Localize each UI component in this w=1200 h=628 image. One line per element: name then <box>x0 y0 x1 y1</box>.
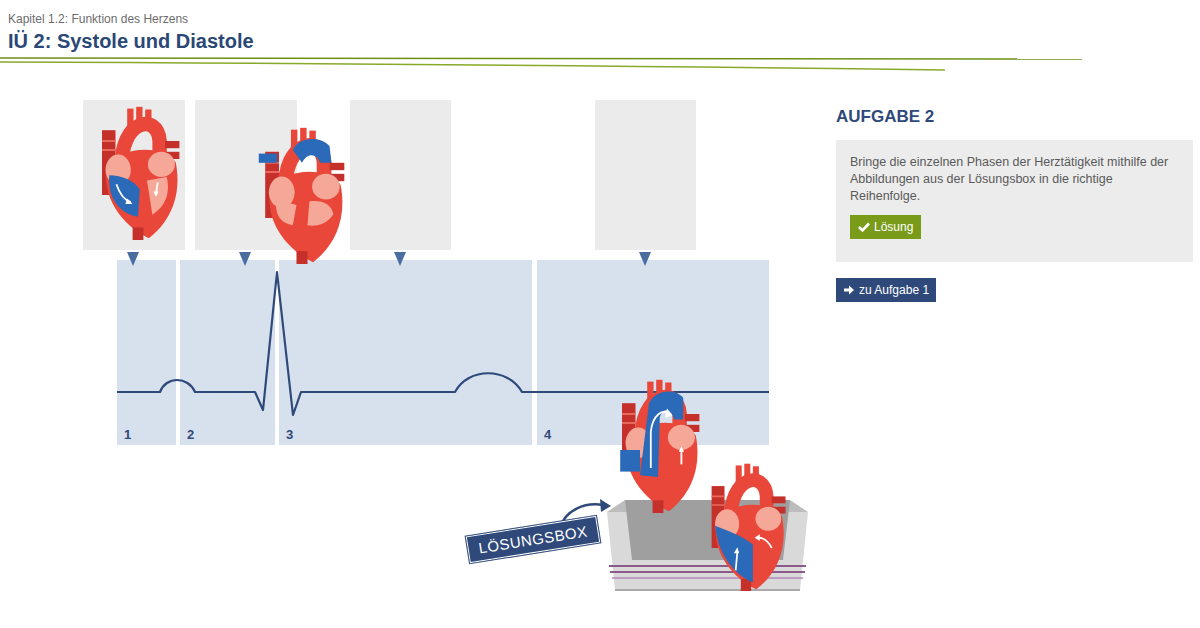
nav-button: zu Aufgabe 1 <box>836 278 936 302</box>
drop-box <box>195 100 297 250</box>
check-icon <box>858 221 870 233</box>
task-text: Bringe die einzelnen Phasen der Herztäti… <box>850 154 1179 205</box>
pointer-arrow-head <box>600 499 611 512</box>
ecg-trace <box>117 272 769 415</box>
button-label: zu Aufgabe 1 <box>859 283 929 297</box>
drop-box <box>350 100 451 250</box>
button-label: Lösung <box>874 220 913 234</box>
page-title: IÜ 2: Systole und Diastole <box>8 30 254 53</box>
chapter-label: Kapitel 1.2: Funktion des Herzens <box>8 12 188 26</box>
heart-illustration <box>620 380 699 513</box>
drop-box <box>595 100 696 250</box>
heart-illustration <box>712 464 786 591</box>
phase-band: 4 <box>537 260 769 445</box>
tag-label: LÖSUNGSBOX <box>477 522 588 556</box>
solution-box-tag: LÖSUNGSBOX <box>466 516 601 563</box>
arrow-icon <box>843 284 855 296</box>
header-rule <box>0 62 945 70</box>
phase-band: 1 <box>117 260 176 445</box>
heart-illustration <box>102 107 179 240</box>
phase-number: 2 <box>187 427 194 442</box>
phase-band: 3 <box>279 260 532 445</box>
task-heading: AUFGABE 2 <box>836 107 934 127</box>
heart-illustration <box>259 128 345 264</box>
task-panel: AUFGABE 2Bringe die einzelnen Phasen der… <box>836 140 1193 262</box>
phase-number: 1 <box>124 427 131 442</box>
phase-number: 3 <box>286 427 293 442</box>
header-rule <box>0 58 1082 59</box>
solution-tray <box>607 500 808 590</box>
drop-box <box>83 100 185 250</box>
phase-markers <box>127 252 651 266</box>
phase-band: 2 <box>180 260 275 445</box>
phase-number: 4 <box>544 427 551 442</box>
solution-button: Lösung <box>850 215 921 239</box>
